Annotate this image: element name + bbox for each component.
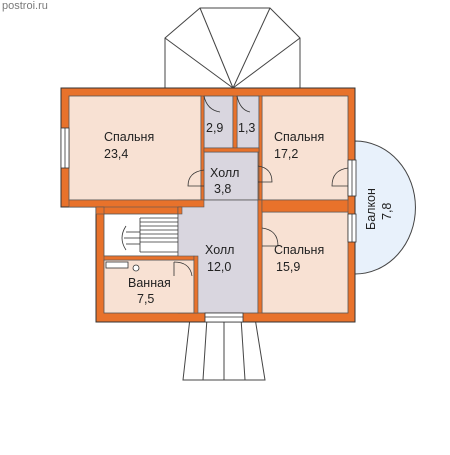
watermark: postroi.ru xyxy=(2,0,48,12)
door-swings xyxy=(187,95,349,247)
bedroom-ne-area: 17,2 xyxy=(274,147,298,161)
bathroom-name: Ванная xyxy=(128,276,171,290)
balcony-name: Балкон xyxy=(364,188,378,230)
room-labels: Спальня 23,4 2,9 1,3 Спальня 17,2 Холл 3… xyxy=(104,121,394,306)
balcony xyxy=(354,140,416,275)
staircase xyxy=(121,217,178,253)
hall-main-area: 12,0 xyxy=(207,260,231,274)
hall-small-floor xyxy=(203,151,259,201)
interior-walls xyxy=(68,95,349,314)
closet-b-area: 1,3 xyxy=(238,121,255,135)
roof-top xyxy=(164,7,301,89)
roof-bottom xyxy=(182,317,266,381)
hall-small-area: 3,8 xyxy=(214,182,231,196)
bedroom-ne-name: Спальня xyxy=(274,130,324,144)
bathroom-area: 7,5 xyxy=(137,292,154,306)
bedroom-nw-floor xyxy=(68,95,202,201)
hall-main-name: Холл xyxy=(205,243,234,257)
stair-floor xyxy=(103,213,179,257)
bathroom-floor xyxy=(103,259,195,314)
bedroom-se-floor xyxy=(261,211,349,314)
closet-a-floor xyxy=(203,95,234,149)
windows xyxy=(60,127,357,323)
closet-a-area: 2,9 xyxy=(206,121,223,135)
bedroom-se-name: Спальня xyxy=(274,243,324,257)
window-south xyxy=(204,312,244,323)
bedroom-ne-floor xyxy=(261,95,349,201)
bedroom-nw-name: Спальня xyxy=(104,130,154,144)
bathroom-fixtures xyxy=(105,261,193,277)
bedroom-se-area: 15,9 xyxy=(276,260,300,274)
hall-small-name: Холл xyxy=(210,166,239,180)
bedroom-nw-area: 23,4 xyxy=(104,147,128,161)
balcony-area: 7,8 xyxy=(380,203,394,220)
